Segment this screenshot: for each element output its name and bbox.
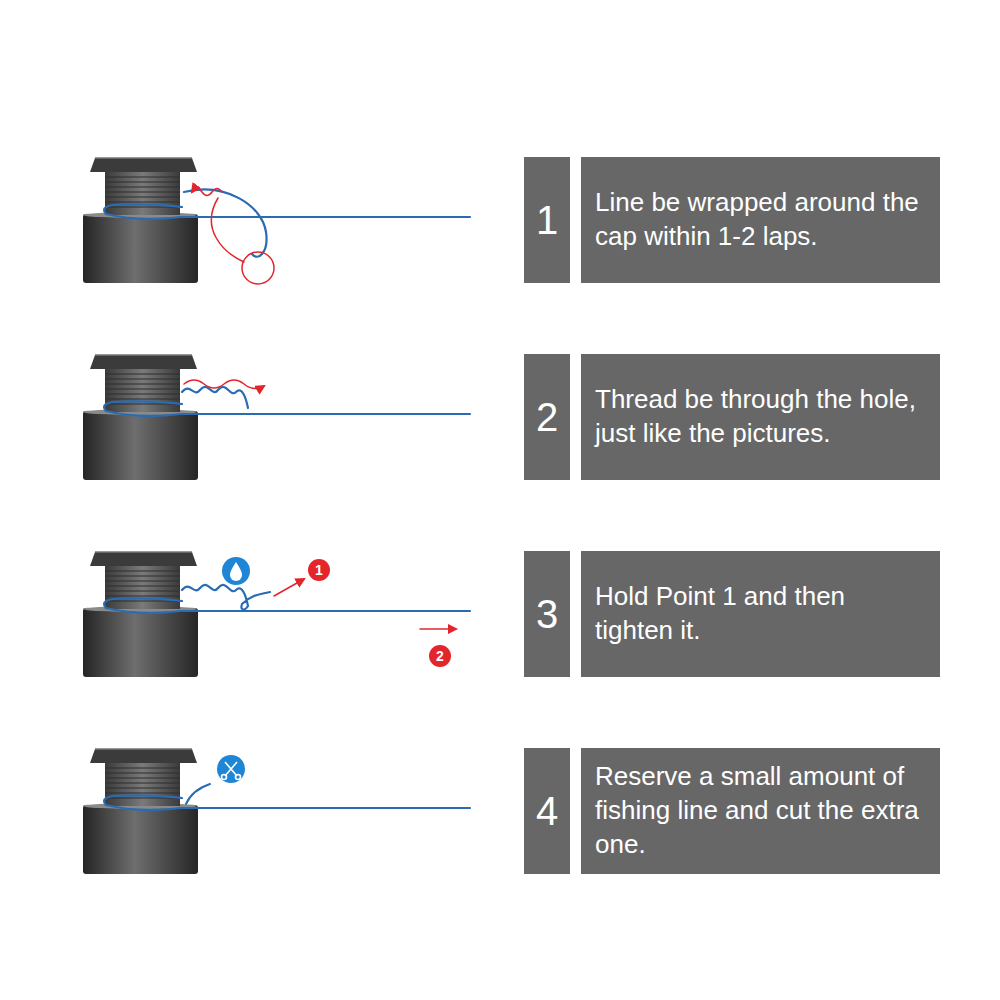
step-text-box: Reserve a small amount of fishing line a… [581,748,940,874]
line-wrap [104,204,182,219]
spool-row-1 [83,158,198,283]
line-knot [182,585,270,610]
fishing-line [180,610,470,612]
step-text-box: Line be wrapped around the cap within 1-… [581,157,940,283]
step-instruction: Thread be through the hole, just like th… [595,383,926,451]
step-number-box: 4 [524,748,570,874]
red-arrow [274,579,304,596]
water-drop [230,562,242,581]
step-instruction: Reserve a small amount of fishing line a… [595,760,926,861]
spool-row-2 [83,355,198,480]
fishing-line [180,807,470,809]
red-arrow [420,628,456,630]
line-loop [184,190,267,257]
step-4-line [104,784,470,810]
scissors [222,762,241,780]
scissors-icon [217,755,245,783]
fishing-line [180,413,470,415]
step-instruction: Hold Point 1 and then tighten it. [595,580,926,648]
step-text-box: Hold Point 1 and then tighten it. [581,551,940,677]
spool-row-3 [83,552,198,677]
scissor-handle [236,775,241,780]
line-wrap [104,401,182,416]
red-guide [211,198,244,262]
spool-row-4 [83,749,198,874]
red-arrow [192,189,222,196]
step-3-line [104,579,470,629]
line-coils [182,387,248,408]
step-1-line [104,189,470,285]
step-2-line [104,380,470,416]
line-wrap [104,795,182,810]
step-instruction: Line be wrapped around the cap within 1-… [595,186,926,254]
step-number-box: 3 [524,551,570,677]
red-circle [242,252,274,284]
callout-number: 1 [308,559,330,581]
fishing-line [180,216,470,218]
step-number: 3 [536,592,558,636]
step-number-box: 1 [524,157,570,283]
step-number: 4 [536,789,558,833]
step-number: 1 [536,198,558,242]
scissor-handle [222,775,227,780]
scissor-blades [225,762,237,776]
step-number-box: 2 [524,354,570,480]
line-tail [186,784,210,804]
step-number: 2 [536,395,558,439]
red-arrow [184,380,264,389]
drop-icon [222,557,250,585]
line-wrap [104,598,182,613]
step-text-box: Thread be through the hole, just like th… [581,354,940,480]
callout-number: 2 [429,645,451,667]
